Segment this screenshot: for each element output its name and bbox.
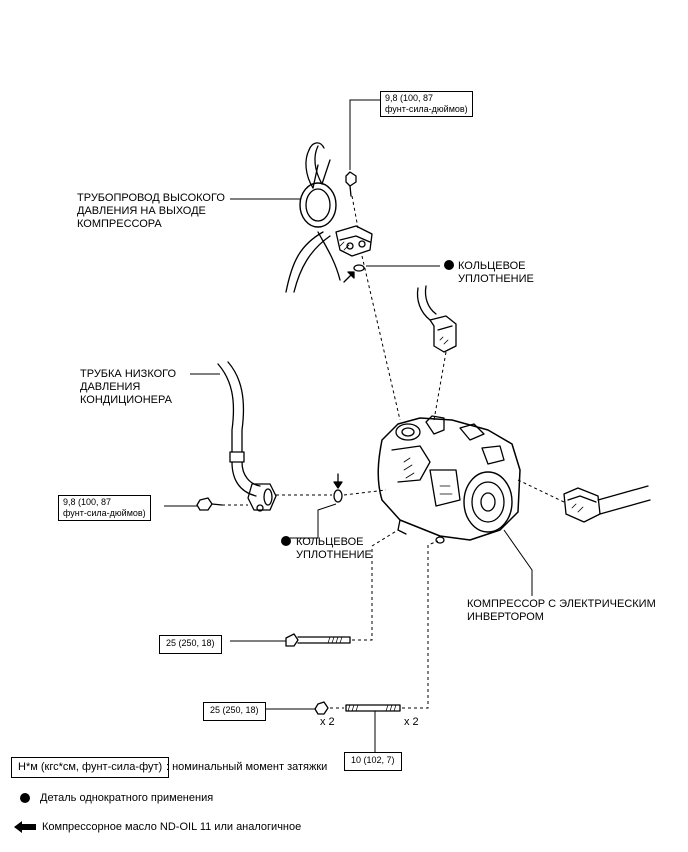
torque-box-left: 9,8 (100, 87 фунт-сила-дюймов) [58, 495, 151, 521]
oil-arrow-mid [333, 473, 343, 489]
torque-box-top: 9,8 (100, 87 фунт-сила-дюймов) [380, 91, 473, 117]
leader-compressor [503, 529, 533, 596]
compressor-drawing [377, 415, 521, 544]
dash-oring-comp [343, 489, 387, 496]
legend-non-reusable: Деталь однократного применения [40, 792, 214, 804]
suction-hose-drawing [416, 285, 457, 353]
nut-quantity: x 2 [320, 716, 335, 728]
left-bolt-drawing [196, 497, 223, 511]
torque-box-stud: 10 (102, 7) [344, 752, 402, 771]
legend-dot-icon [20, 793, 30, 803]
stud-drawing [345, 704, 401, 712]
nut-drawing [314, 701, 329, 715]
leader-oring-mid [290, 503, 337, 539]
legend-torque-unit: Н*м (кгс*см, фунт-сила-фут) [11, 757, 170, 778]
connector-drawing [563, 485, 651, 523]
low-pressure-tube-drawing [217, 361, 277, 512]
dash-top-fitting [361, 255, 401, 421]
long-bolt-drawing [285, 633, 351, 647]
label-oring-top: КОЛЬЦЕВОЕ УПЛОТНЕНИЕ [458, 260, 534, 285]
non-reusable-dot-mid [281, 536, 291, 546]
oring-top-shape [353, 264, 365, 272]
non-reusable-dot-top [444, 260, 454, 270]
legend-arrow-icon [14, 821, 36, 833]
legend-oil: Компрессорное масло ND-OIL 11 или аналог… [42, 821, 302, 833]
stud-quantity: x 2 [404, 716, 419, 728]
high-pressure-pipe-drawing [285, 142, 373, 293]
oil-arrow-top [343, 271, 355, 283]
oring-mid-shape [333, 489, 343, 503]
dash-connector [517, 479, 565, 503]
dash-suction [433, 351, 447, 421]
label-compressor: КОМПРЕССОР С ЭЛЕКТРИЧЕСКИМ ИНВЕРТОРОМ [467, 598, 656, 623]
label-high-pressure-pipe: ТРУБОПРОВОД ВЫСОКОГО ДАВЛЕНИЯ НА ВЫХОДЕ … [77, 192, 225, 230]
dash-stud [402, 540, 439, 709]
dash-long-bolt [352, 529, 399, 641]
torque-box-nut: 25 (250, 18) [203, 702, 266, 721]
label-oring-mid: КОЛЬЦЕВОЕ УПЛОТНЕНИЕ [296, 536, 372, 561]
legend-torque-desc: : номинальный момент затяжки [166, 761, 328, 773]
torque-box-long-bolt: 25 (250, 18) [159, 635, 222, 654]
leader-top-torque [349, 99, 380, 170]
dash-top-bolt [351, 195, 359, 229]
label-low-pressure-tube: ТРУБКА НИЗКОГО ДАВЛЕНИЯ КОНДИЦИОНЕРА [80, 368, 177, 406]
